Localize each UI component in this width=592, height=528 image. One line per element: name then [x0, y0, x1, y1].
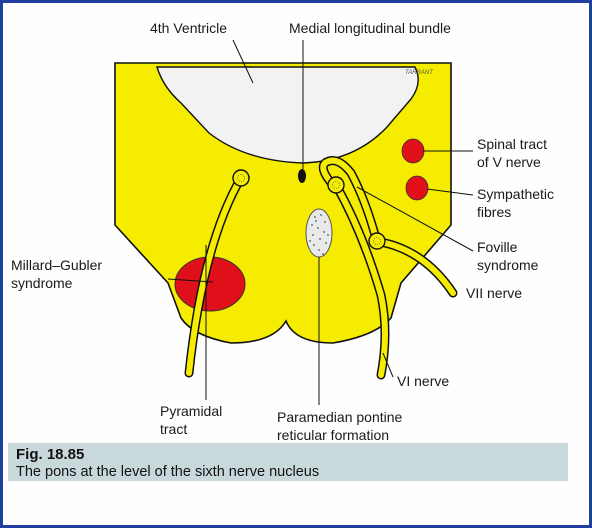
label-4th-ventricle: 4th Ventricle — [150, 20, 227, 36]
label-pprf-line2: reticular formation — [277, 427, 389, 443]
label-millard-gubler-line1: Millard–Gubler — [11, 257, 102, 273]
label-millard-gubler-line2: syndrome — [11, 275, 73, 291]
figure-caption-text: The pons at the level of the sixth nerve… — [16, 464, 319, 480]
label-sympathetic-line1: Sympathetic — [477, 186, 554, 202]
pons-diagram: TARRANT — [3, 3, 589, 443]
label-pyramidal-line1: Pyramidal — [160, 403, 222, 419]
figure-number: Fig. 18.85 — [16, 446, 84, 463]
artist-signature: TARRANT — [405, 70, 434, 76]
sympathetic-fibres — [406, 176, 428, 200]
label-vii-nerve: VII nerve — [466, 285, 522, 301]
figure-caption: Fig. 18.85 The pons at the level of the … — [8, 443, 568, 481]
label-sympathetic-line2: fibres — [477, 204, 511, 220]
label-spinal-tract-line1: Spinal tract — [477, 136, 547, 152]
label-foville-line1: Foville — [477, 239, 518, 255]
spinal-tract-v-nerve — [402, 139, 424, 163]
label-vi-nerve: VI nerve — [397, 373, 449, 389]
label-foville-line2: syndrome — [477, 257, 539, 273]
label-spinal-tract-line2: of V nerve — [477, 154, 541, 170]
label-pyramidal-line2: tract — [160, 421, 187, 437]
label-medial-longitudinal-bundle: Medial longitudinal bundle — [289, 20, 451, 36]
medial-longitudinal-bundle — [298, 169, 306, 183]
label-pprf-line1: Paramedian pontine — [277, 409, 403, 425]
